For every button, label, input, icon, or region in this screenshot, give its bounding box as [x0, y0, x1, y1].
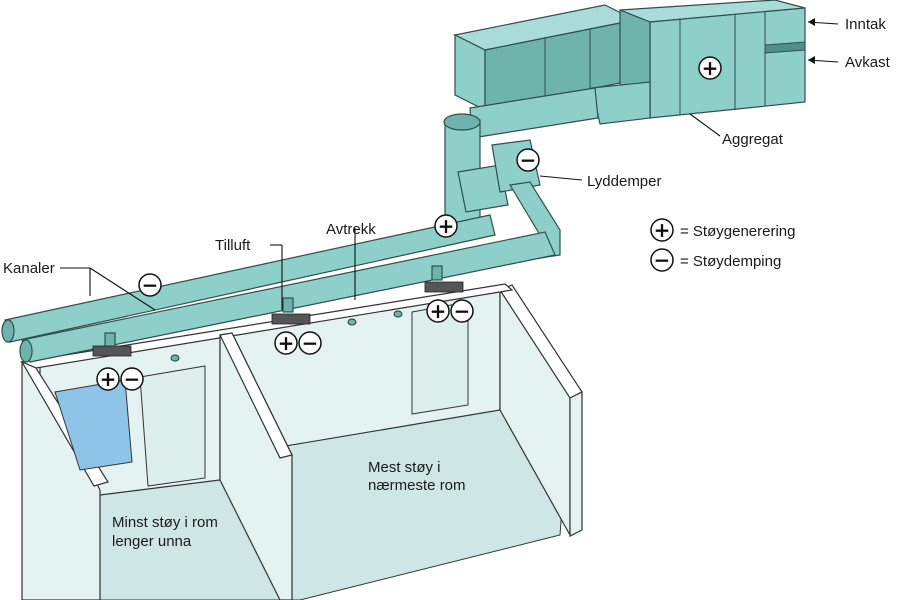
lyddemper-minus-glyph: −: [520, 148, 537, 172]
branch-stub: [104, 332, 116, 348]
arrow-avkast: [808, 56, 815, 64]
aggregat-plus-symbol: [698, 56, 722, 80]
branch-stub: [282, 297, 294, 313]
right-end-wall-edge: [569, 391, 583, 537]
label-room-far-line1: Minst støy i rom: [112, 514, 218, 531]
label-avkast: Avkast: [845, 54, 891, 71]
mid-room-minus-symbol: [298, 331, 322, 355]
wall-vent: [347, 318, 357, 326]
near-room-minus-symbol: [450, 299, 474, 323]
aggregat-plus-glyph: +: [702, 56, 719, 80]
legend: + = Støygenerering − = Støydemping: [650, 218, 795, 272]
legend-minus-symbol: [650, 248, 674, 272]
mid-room-plus-symbol: [274, 331, 298, 355]
arrow-inntak: [808, 18, 815, 26]
partition-wall-top: [219, 332, 293, 459]
mid-room-plus-glyph: +: [278, 331, 295, 355]
legend-plus-symbol: [650, 218, 674, 242]
leader-lines: [60, 18, 839, 311]
mid-room-minus-glyph: −: [302, 331, 319, 355]
labels: Inntak Avkast Aggregat Lyddemper Tilluft…: [3, 16, 891, 550]
inntak-avkast-slot: [764, 41, 806, 54]
left-room-minus-symbol: [120, 367, 144, 391]
near-room-plus-symbol: [426, 299, 450, 323]
left-room-plus-symbol: [96, 367, 120, 391]
lyddemper-minus-symbol: [516, 148, 540, 172]
leader-aggregat: [689, 113, 721, 137]
label-kanaler: Kanaler: [3, 260, 55, 277]
riser-plus-symbol: [434, 214, 458, 238]
leader-lyddemper: [539, 175, 583, 181]
label-room-far-line2: lenger unna: [112, 533, 192, 550]
building: [19, 283, 583, 600]
duct-tilluft-end: [19, 339, 33, 363]
wall-vent: [170, 354, 180, 362]
left-room-plus-glyph: +: [100, 367, 117, 391]
duct-avtrekk-end: [1, 319, 15, 343]
left-room-minus-glyph: −: [124, 367, 141, 391]
duct-minus-symbol: [138, 273, 162, 297]
wall-vent: [393, 310, 403, 318]
legend-plus-text: = Støygenerering: [680, 223, 795, 240]
lyddemper-box-1: [457, 164, 509, 213]
tilluft-grille-right-room: [271, 313, 311, 325]
legend-minus-glyph: −: [654, 248, 671, 272]
aggregat-unit: +: [453, 0, 806, 125]
riser-plus-glyph: +: [438, 214, 455, 238]
door-right-room: [411, 301, 469, 415]
unit-housing-front: [649, 7, 806, 119]
label-room-near-line2: nærmeste rom: [368, 477, 466, 494]
noise-symbols: − + − + − + − + −: [96, 148, 540, 391]
legend-plus-glyph: +: [654, 218, 671, 242]
tilluft-grille-near-room: [424, 281, 464, 293]
duct-minus-glyph: −: [142, 273, 159, 297]
branch-stub: [431, 265, 443, 281]
label-inntak: Inntak: [845, 16, 886, 33]
leader-kanaler-c: [89, 267, 156, 311]
near-room-plus-glyph: +: [430, 299, 447, 323]
label-avtrekk: Avtrekk: [326, 221, 376, 238]
label-aggregat: Aggregat: [722, 131, 784, 148]
near-room-minus-glyph: −: [454, 299, 471, 323]
duct-elbow: [443, 113, 481, 131]
label-room-near-line1: Mest støy i: [368, 459, 441, 476]
label-lyddemper: Lyddemper: [587, 173, 662, 190]
legend-minus-text: = Støydemping: [680, 253, 781, 270]
label-tilluft: Tilluft: [215, 237, 251, 254]
tilluft-grille-left-room: [92, 345, 132, 357]
unit-lower-box: [591, 81, 651, 125]
door-left-room: [139, 365, 206, 487]
